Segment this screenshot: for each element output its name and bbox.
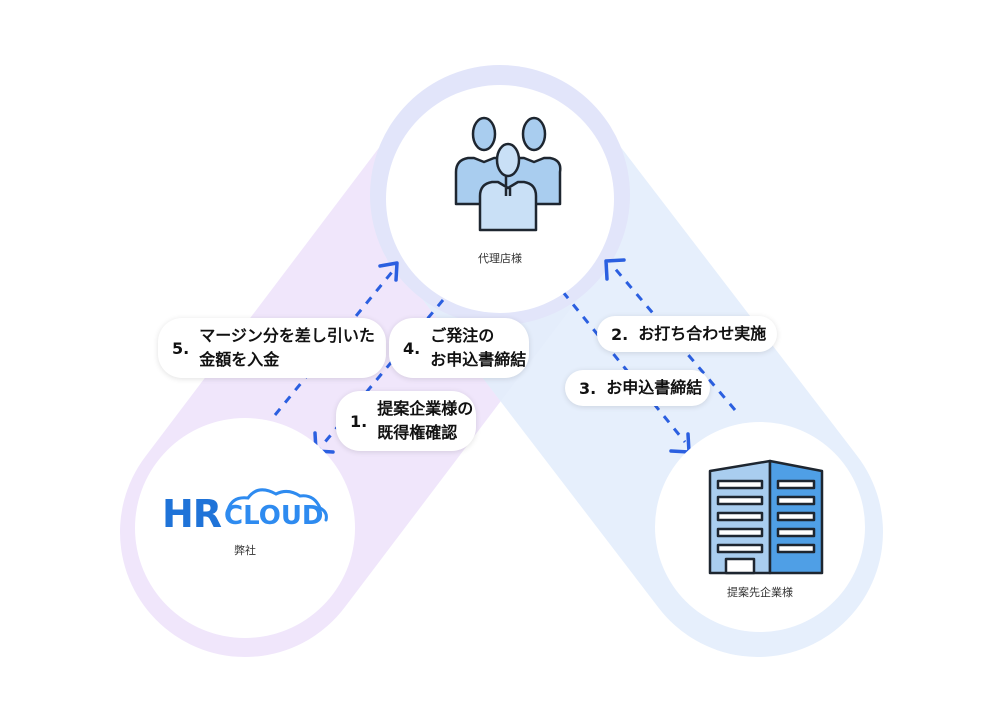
arrowhead-5 — [378, 261, 399, 282]
office-building-icon — [708, 459, 824, 575]
step-2-line-1: お打ち合わせ実施 — [638, 324, 767, 343]
hr-cloud-logo: HR CLOUD — [162, 488, 332, 538]
step-5-number: 5. — [172, 338, 190, 358]
people-group-icon — [454, 116, 562, 232]
step-5-line-2: 金額を入金 — [199, 350, 280, 369]
step-1-pill: 1. 提案企業様の 既得権確認 — [336, 391, 476, 451]
company-label: 弊社 — [234, 544, 256, 557]
step-5-pill: 5. マージン分を差し引いた 金額を入金 — [158, 318, 386, 378]
company-node — [135, 418, 355, 638]
step-2-pill: 2. お打ち合わせ実施 — [597, 316, 777, 352]
logo-hr-text: HR — [162, 492, 222, 536]
step-1-line-2: 既得権確認 — [377, 423, 458, 442]
step-4-number: 4. — [403, 338, 421, 358]
step-5-line-1: マージン分を差し引いた — [199, 326, 375, 345]
step-2-number: 2. — [611, 324, 629, 344]
step-1-number: 1. — [350, 411, 368, 431]
step-3-pill: 3. お申込書締結 — [565, 370, 710, 406]
step-3-line-1: お申込書締結 — [606, 378, 703, 397]
step-4-line-2: お申込書締結 — [430, 350, 527, 369]
agency-label: 代理店様 — [478, 252, 522, 265]
logo-cloud-text: CLOUD — [224, 501, 324, 531]
arrowhead-2 — [604, 258, 626, 281]
step-1-line-1: 提案企業様の — [377, 399, 474, 418]
cloud-outline-icon — [226, 488, 328, 522]
step-4-pill: 4. ご発注の お申込書締結 — [389, 318, 529, 378]
step-3-number: 3. — [579, 378, 597, 398]
step-4-line-1: ご発注の — [430, 326, 495, 345]
arrow-line-3 — [561, 291, 687, 443]
client-label: 提案先企業様 — [727, 586, 793, 599]
